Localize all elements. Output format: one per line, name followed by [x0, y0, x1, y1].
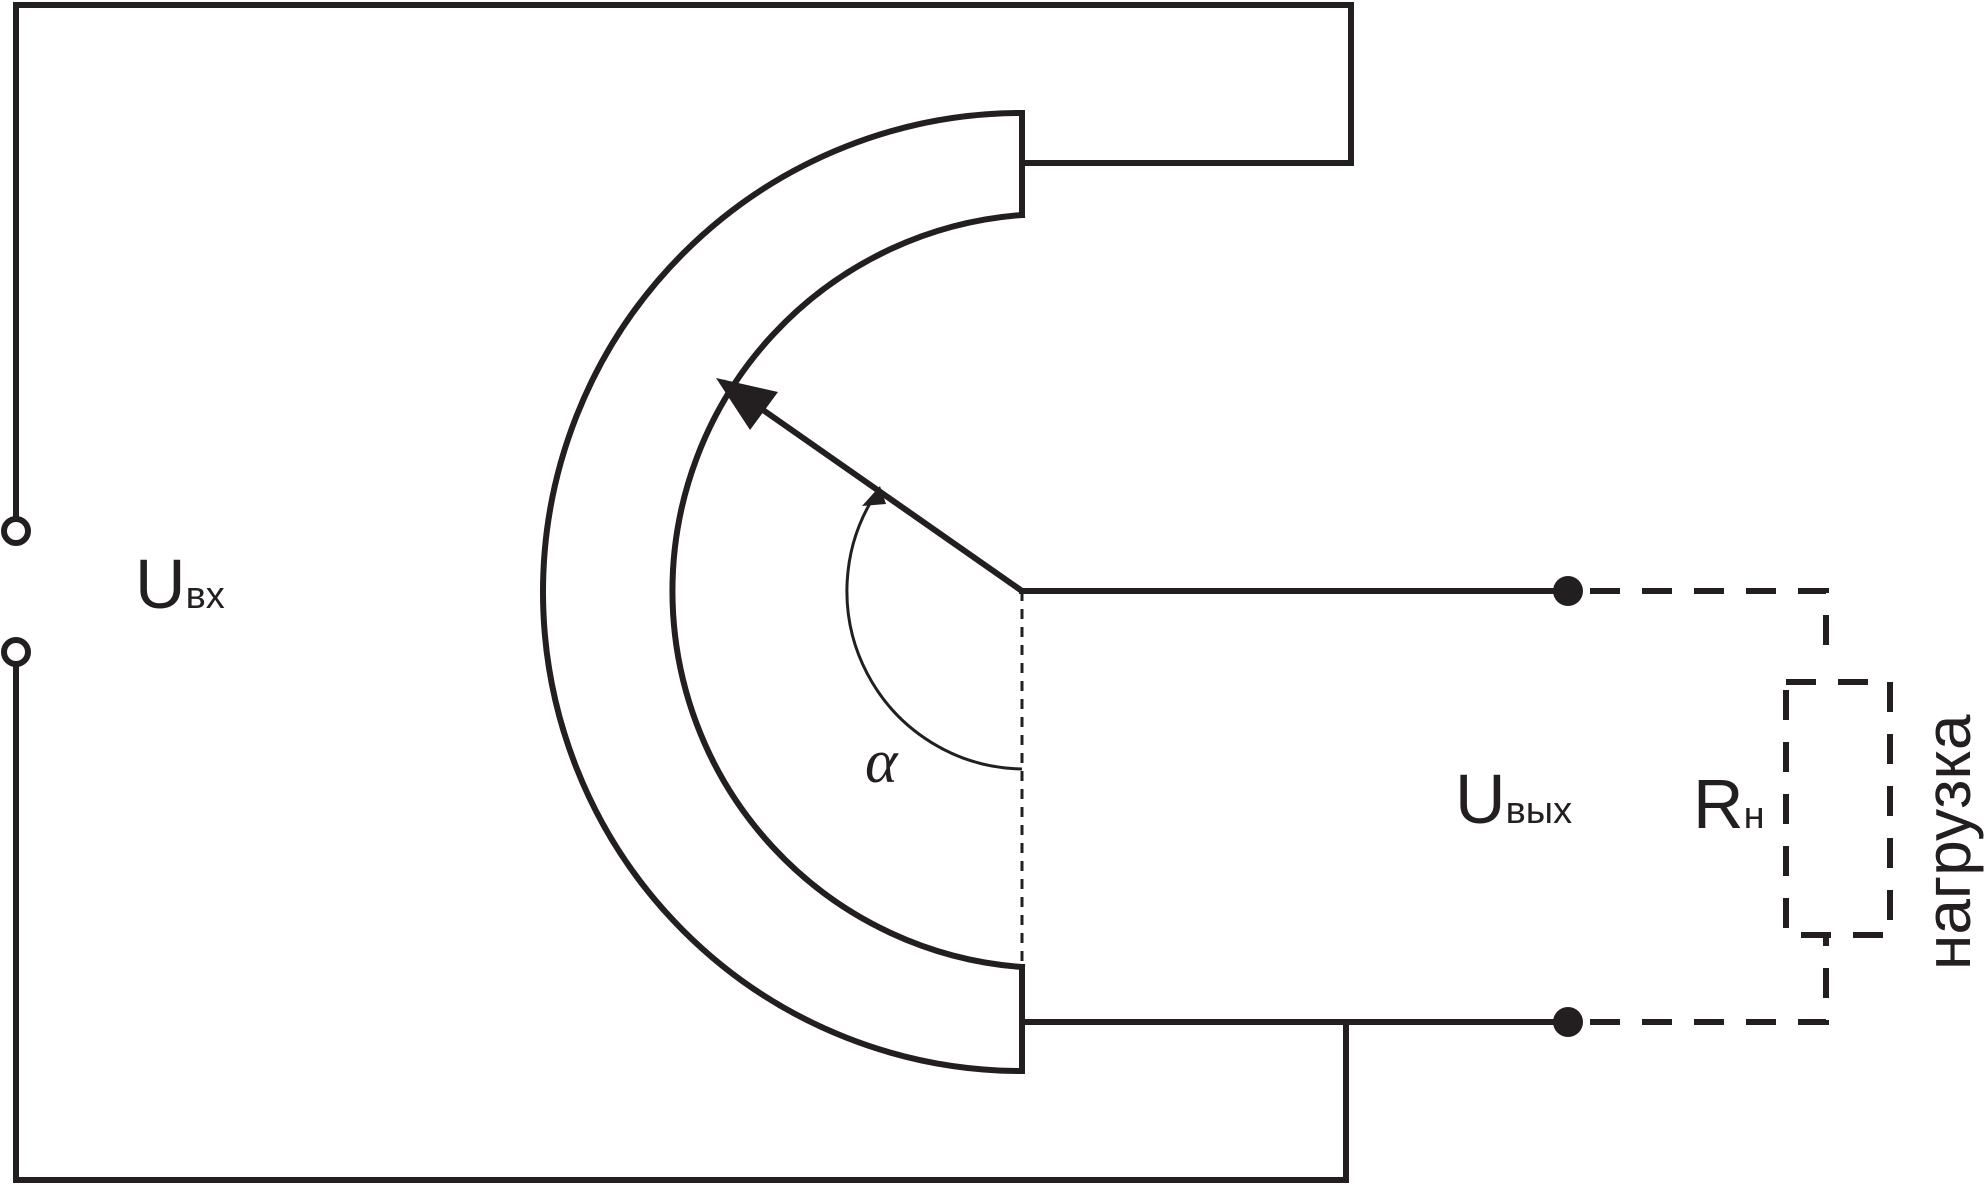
angle-arc-arrowhead [862, 486, 886, 506]
resistive-track-outer-arc [540, 109, 1026, 1075]
input-voltage-symbol: U [135, 545, 186, 623]
output-terminal-top[interactable] [1553, 576, 1583, 606]
angle-alpha-label: α [865, 728, 899, 796]
input-terminal-bottom[interactable] [1, 637, 31, 667]
wiper-arrowhead [716, 378, 778, 430]
output-terminal-bottom[interactable] [1553, 1007, 1583, 1037]
output-voltage-subscript: вых [1506, 790, 1573, 832]
input-voltage-label: Uвх [135, 545, 225, 623]
load-resistor-box [1783, 679, 1893, 938]
supply-wire-bottom [13, 663, 1349, 1183]
load-wire-bottom [1590, 935, 1829, 1025]
input-voltage-subscript: вх [186, 575, 225, 617]
load-resistor-label: Rн [1693, 765, 1765, 843]
load-wire-top [1590, 588, 1829, 660]
load-resistor-subscript: н [1744, 795, 1765, 837]
load-label: нагрузка [1912, 714, 1984, 970]
wiper-arrow [721, 379, 1024, 594]
supply-wire-top [13, 2, 1354, 518]
output-voltage-label: Uвых [1455, 760, 1572, 838]
output-voltage-symbol: U [1455, 760, 1506, 838]
resistive-track-inner-arc [669, 211, 1026, 971]
input-terminal-top[interactable] [1, 516, 31, 546]
angle-arc [845, 491, 1023, 771]
load-resistor-symbol: R [1693, 765, 1744, 843]
